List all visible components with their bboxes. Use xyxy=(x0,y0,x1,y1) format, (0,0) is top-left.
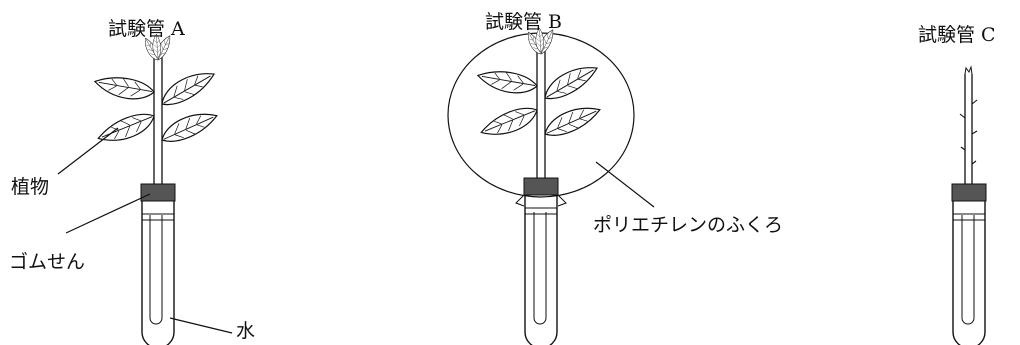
rubber-stopper-b xyxy=(523,177,559,196)
pointer-bag xyxy=(595,161,655,208)
tube-b xyxy=(447,28,635,345)
polyethylene-bag xyxy=(447,32,635,198)
title-tube-c: 試験管 C xyxy=(918,24,996,46)
rubber-stopper-a xyxy=(140,183,176,202)
label-water: 水 xyxy=(236,320,256,342)
title-tube-b: 試験管 B xyxy=(485,11,563,33)
rubber-stopper-c xyxy=(951,183,987,202)
plant-b xyxy=(476,28,604,178)
label-plant: 植物 xyxy=(11,176,50,198)
pointer-plant xyxy=(57,127,119,175)
tube-a xyxy=(93,34,221,345)
pointer-lines xyxy=(57,127,655,334)
label-polyethylene-bag: ポリエチレンのふくろ xyxy=(593,214,784,236)
label-rubber-stopper: ゴムせん xyxy=(9,251,86,273)
plant-a xyxy=(93,34,221,184)
bare-stem-c xyxy=(959,65,978,184)
title-tube-a: 試験管 A xyxy=(108,18,185,40)
tube-c xyxy=(951,65,987,345)
pointer-stopper xyxy=(65,193,151,234)
pointer-water xyxy=(169,317,233,334)
